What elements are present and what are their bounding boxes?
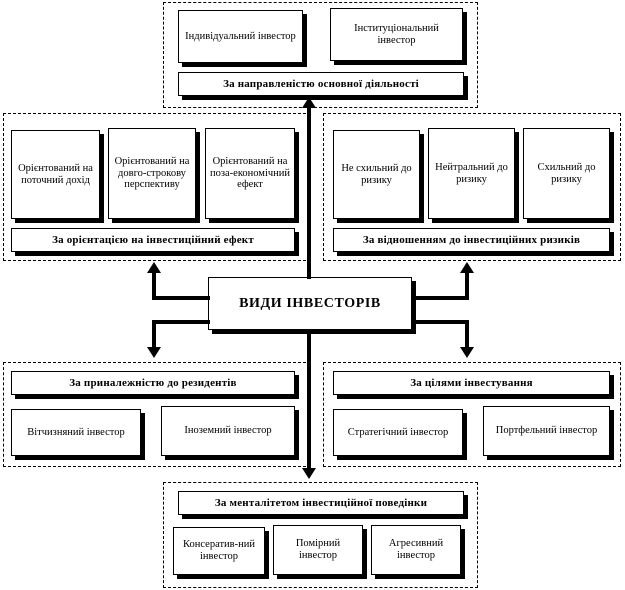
banner-by-investment-behaviour-mentality[interactable]: За менталітетом інвестиційної поведінки: [178, 491, 464, 515]
node-institutional-investor[interactable]: Інституціональний інвестор: [330, 8, 463, 61]
connector-center-to-bottom-left-vertical: [152, 320, 156, 348]
node-aggressive-investor[interactable]: Агресивний інвестор: [371, 525, 461, 575]
node-portfolio-investor[interactable]: Портфельний інвестор: [483, 406, 610, 456]
connector-center-to-bottom-left-arrowhead: [147, 347, 161, 358]
connector-center-to-bottom-right-arrowhead: [460, 347, 474, 358]
node-label: Агресивний інвестор: [388, 538, 444, 561]
node-individual-investor[interactable]: Індивідуальний інвестор: [178, 10, 303, 63]
node-label: Помірний інвестор: [295, 538, 341, 561]
connector-center-to-bottom-left-horizontal: [152, 320, 210, 324]
center-node-label: ВИДИ ІНВЕСТОРІВ: [239, 295, 381, 311]
connector-center-to-middle-left-horizontal: [152, 296, 210, 300]
banner-by-investment-effect-orientation[interactable]: За орієнтацією на інвестиційний ефект: [11, 228, 295, 252]
node-label: Не схильний до ризику: [341, 162, 412, 186]
group-by-attitude-to-risk: [323, 113, 621, 261]
banner-by-residency[interactable]: За приналежністю до резидентів: [11, 371, 295, 395]
banner-label: За направленістю основної діяльності: [223, 77, 419, 90]
node-label: Орієнтований на довго-строкову перспекти…: [114, 155, 190, 191]
node-label: Вітчизняний інвестор: [27, 426, 125, 438]
node-foreign-investor[interactable]: Іноземний інвестор: [161, 406, 295, 456]
node-conservative-investor[interactable]: Консератив-ний інвестор: [173, 527, 265, 575]
node-label: Орієнтований на поточний дохід: [18, 162, 93, 186]
connector-center-to-middle-left-arrowhead: [147, 262, 161, 273]
node-label: Нейтральний до ризику: [435, 161, 508, 185]
banner-by-attitude-to-risk[interactable]: За відношенням до інвестиційних ризиків: [333, 228, 610, 252]
connector-center-to-middle-left-vertical: [152, 273, 156, 300]
connector-center-to-middle-right-horizontal: [411, 296, 469, 300]
node-non-economic-effect-oriented[interactable]: Орієнтований на поза-економічний ефект: [205, 128, 295, 219]
node-label: Портфельний інвестор: [495, 425, 598, 437]
node-label: Індивідуальний інвестор: [185, 30, 296, 42]
connector-center-to-middle-right-arrowhead: [460, 262, 474, 273]
banner-label: За цілями інвестування: [410, 376, 533, 389]
node-label: Орієнтований на поза-економічний ефект: [209, 155, 291, 191]
node-risk-seeking[interactable]: Схильний до ризику: [523, 128, 610, 219]
node-strategic-investor[interactable]: Стратегічний інвестор: [333, 409, 463, 456]
connector-center-to-top-arrowhead: [302, 97, 316, 108]
banner-label: За відношенням до інвестиційних ризиків: [362, 233, 581, 246]
connector-center-to-bottom-right-horizontal: [411, 320, 469, 324]
node-label: Іноземний інвестор: [184, 425, 272, 437]
node-label: Стратегічний інвестор: [347, 426, 449, 438]
node-current-income-oriented[interactable]: Орієнтований на поточний дохід: [11, 130, 100, 219]
node-long-term-oriented[interactable]: Орієнтований на довго-строкову перспекти…: [108, 128, 196, 219]
connector-center-to-middle-right-vertical: [465, 273, 469, 300]
node-risk-averse[interactable]: Не схильний до ризику: [333, 130, 420, 219]
node-label: Консератив-ний інвестор: [183, 539, 255, 562]
banner-by-main-activity[interactable]: За направленістю основної діяльності: [178, 72, 464, 96]
center-node-investor-types[interactable]: ВИДИ ІНВЕСТОРІВ: [208, 277, 412, 330]
group-by-investment-goals: [323, 362, 621, 467]
group-by-main-activity: [163, 2, 478, 108]
connector-center-to-bottom-right-vertical: [465, 320, 469, 348]
banner-label: За орієнтацією на інвестиційний ефект: [52, 233, 254, 246]
banner-label: За приналежністю до резидентів: [69, 376, 237, 389]
connector-center-to-bottom-stem: [307, 329, 311, 469]
banner-label: За менталітетом інвестиційної поведінки: [214, 496, 428, 509]
connector-center-to-top-stem: [307, 107, 311, 279]
connector-center-to-bottom-arrowhead: [302, 468, 316, 479]
group-by-investment-behaviour-mentality: [163, 482, 478, 588]
node-label: Схильний до ризику: [537, 161, 596, 185]
banner-by-investment-goals[interactable]: За цілями інвестування: [333, 371, 610, 395]
node-label: Інституціональний інвестор: [354, 22, 439, 46]
node-risk-neutral[interactable]: Нейтральний до ризику: [428, 128, 515, 219]
node-moderate-investor[interactable]: Помірний інвестор: [273, 525, 363, 575]
node-domestic-investor[interactable]: Вітчизняний інвестор: [11, 409, 141, 456]
